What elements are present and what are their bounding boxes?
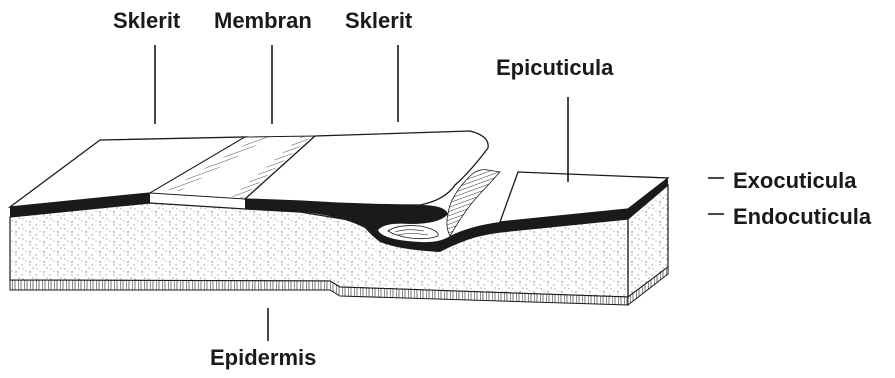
label-sklerit-left: Sklerit [113,10,180,32]
label-membran: Membran [214,10,312,32]
label-exocuticula: Exocuticula [733,170,856,192]
label-endocuticula: Endocuticula [733,206,871,228]
label-epicuticula: Epicuticula [496,57,613,79]
label-sklerit-right: Sklerit [345,10,412,32]
label-epidermis: Epidermis [210,347,316,369]
